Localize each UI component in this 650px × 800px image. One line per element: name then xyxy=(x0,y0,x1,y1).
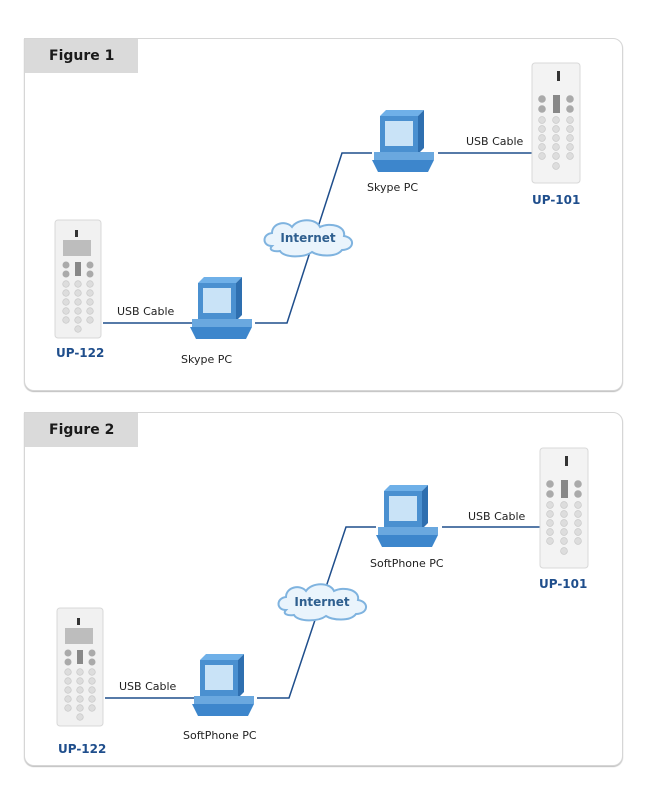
figure-1-title: Figure 1 xyxy=(25,39,138,73)
fig2-up-101-phone-icon xyxy=(539,447,589,569)
fig2-internet-label: Internet xyxy=(294,595,349,609)
fig2-up-101-label: UP-101 xyxy=(539,577,588,591)
fig2-right-pc-label: SoftPhone PC xyxy=(370,557,444,570)
up-122-phone-icon xyxy=(54,219,102,339)
fig2-right-pc-icon xyxy=(376,485,438,547)
fig2-right-usb-cable-label: USB Cable xyxy=(468,510,526,523)
fig2-left-pc-label: SoftPhone PC xyxy=(183,729,257,742)
fig1-left-usb-cable-label: USB Cable xyxy=(117,305,175,318)
fig2-internet-cloud-icon: Internet xyxy=(277,583,367,622)
fig1-right-pc-label: Skype PC xyxy=(367,181,419,194)
figure-1-panel: Figure 1 xyxy=(24,38,623,391)
up-101-phone-icon xyxy=(531,62,581,184)
fig2-left-pc-icon xyxy=(192,654,254,716)
fig1-left-pc-icon xyxy=(190,277,252,339)
fig1-internet-label: Internet xyxy=(280,231,335,245)
fig1-right-pc-icon xyxy=(372,110,434,172)
fig2-left-usb-cable-label: USB Cable xyxy=(119,680,177,693)
fig1-up-101-label: UP-101 xyxy=(532,193,581,207)
fig2-up-122-label: UP-122 xyxy=(58,742,107,756)
fig1-left-pc-label: Skype PC xyxy=(181,353,233,366)
fig1-right-usb-cable-label: USB Cable xyxy=(466,135,524,148)
fig2-up-122-phone-icon xyxy=(56,607,104,727)
fig1-internet-cloud-icon: Internet xyxy=(263,219,353,258)
figure-2-title: Figure 2 xyxy=(25,413,138,447)
fig1-up-122-label: UP-122 xyxy=(56,346,105,360)
